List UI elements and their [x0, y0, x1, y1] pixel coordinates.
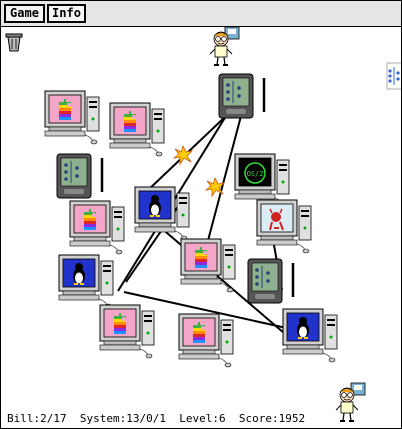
system-count: 13/0/1 [126, 412, 166, 425]
os2-computer[interactable]: OS/2 [234, 153, 290, 208]
bill-character[interactable] [335, 382, 366, 422]
score-label: Score: [238, 412, 279, 425]
level-label: Level: [179, 412, 219, 425]
game-menu-button[interactable]: Game [4, 4, 45, 23]
apple-computer[interactable] [69, 200, 125, 255]
palm-device-icon[interactable] [386, 62, 401, 90]
linux-computer[interactable] [282, 308, 338, 363]
os2-logo-text: OS/2 [247, 170, 264, 178]
info-menu-button[interactable]: Info [47, 4, 86, 23]
cable-line [145, 214, 292, 340]
bill-count: 2/17 [40, 412, 67, 425]
bill-label: Bill: [7, 412, 41, 425]
bill-character[interactable] [209, 27, 240, 66]
apple-computer[interactable] [180, 238, 236, 293]
spark-icon [204, 176, 226, 198]
palm-computer[interactable] [56, 153, 104, 199]
bsd-computer[interactable] [256, 199, 312, 254]
level-value: 6 [218, 412, 226, 425]
computer-layer: OS/2 [44, 73, 338, 368]
apple-computer[interactable] [99, 304, 155, 359]
apple-computer[interactable] [109, 102, 165, 157]
spark-icon [172, 144, 194, 166]
linux-computer[interactable] [134, 186, 190, 241]
menu-bar: Game Info [1, 1, 401, 27]
linux-computer[interactable] [58, 254, 114, 309]
cable-line [123, 291, 292, 330]
apple-computer[interactable] [178, 313, 234, 368]
trash-can-icon[interactable] [5, 33, 23, 52]
apple-computer[interactable] [44, 90, 100, 145]
spark-layer [172, 144, 226, 198]
status-bar: Bill:2/17 System:13/0/1 Level:6 Score:19… [7, 412, 305, 425]
play-field[interactable]: OS/2 [1, 27, 401, 428]
palm-computer[interactable] [218, 73, 266, 119]
system-label: System: [79, 412, 127, 425]
palm-computer[interactable] [247, 258, 295, 304]
score-value: 1952 [278, 412, 306, 425]
